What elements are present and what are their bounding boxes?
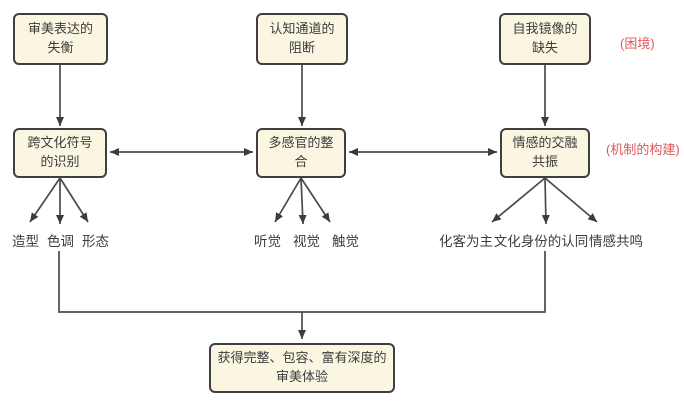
label-xingtai: 形态 xyxy=(82,234,109,249)
box-emotional-resonance: 情感的交融 共振 xyxy=(500,128,590,178)
label-huake-weizhu: 化客为主 xyxy=(439,234,493,249)
arrow-mid2-to-chujue xyxy=(300,177,331,223)
box-crosscultural-symbol-recognition: 跨文化符号 的识别 xyxy=(13,128,107,178)
arrow-mid3-to-shenfen xyxy=(541,177,550,225)
box-cognitive-channel-blockage: 认知通道的 阻断 xyxy=(256,13,348,65)
label-group-right: 化客为主 文化身份的认同 情感共鸣 xyxy=(439,230,643,250)
label-group-middle: 听觉 视觉 触觉 xyxy=(254,230,359,250)
label-tingjue: 听觉 xyxy=(254,234,281,249)
arrow-mid2-to-shijue xyxy=(298,177,307,225)
annotation-mechanism: (机制的构建) xyxy=(606,142,680,157)
label-cultural-identity: 文化身份的认同 xyxy=(493,234,589,249)
box-aesthetic-experience-result: 获得完整、包容、富有深度的 审美体验 xyxy=(209,343,395,393)
label-zaoxing: 造型 xyxy=(12,234,39,249)
box-multisensory-integration: 多感官的整 合 xyxy=(256,128,346,178)
label-shijue: 视觉 xyxy=(293,234,320,249)
label-chujue: 触觉 xyxy=(332,234,359,249)
label-emotional-gongming: 情感共鸣 xyxy=(589,234,643,249)
box-self-mirror-absence: 自我镜像的 缺失 xyxy=(499,13,591,65)
arrow-mid1-to-zaoxing xyxy=(29,177,61,223)
arrow-mid3-to-huake xyxy=(491,177,546,223)
arrow-mid2-to-tingjue xyxy=(274,177,302,223)
label-sediao: 色调 xyxy=(47,234,74,249)
label-group-left: 造型 色调 形态 xyxy=(12,230,109,250)
collector-connector xyxy=(58,251,546,313)
arrow-mid3-to-gongming xyxy=(544,177,598,223)
box-aesthetic-expression-imbalance: 审美表达的 失衡 xyxy=(13,13,108,65)
arrow-mid1-to-xingtai xyxy=(59,177,89,223)
annotation-dilemma: (困境) xyxy=(620,36,655,51)
